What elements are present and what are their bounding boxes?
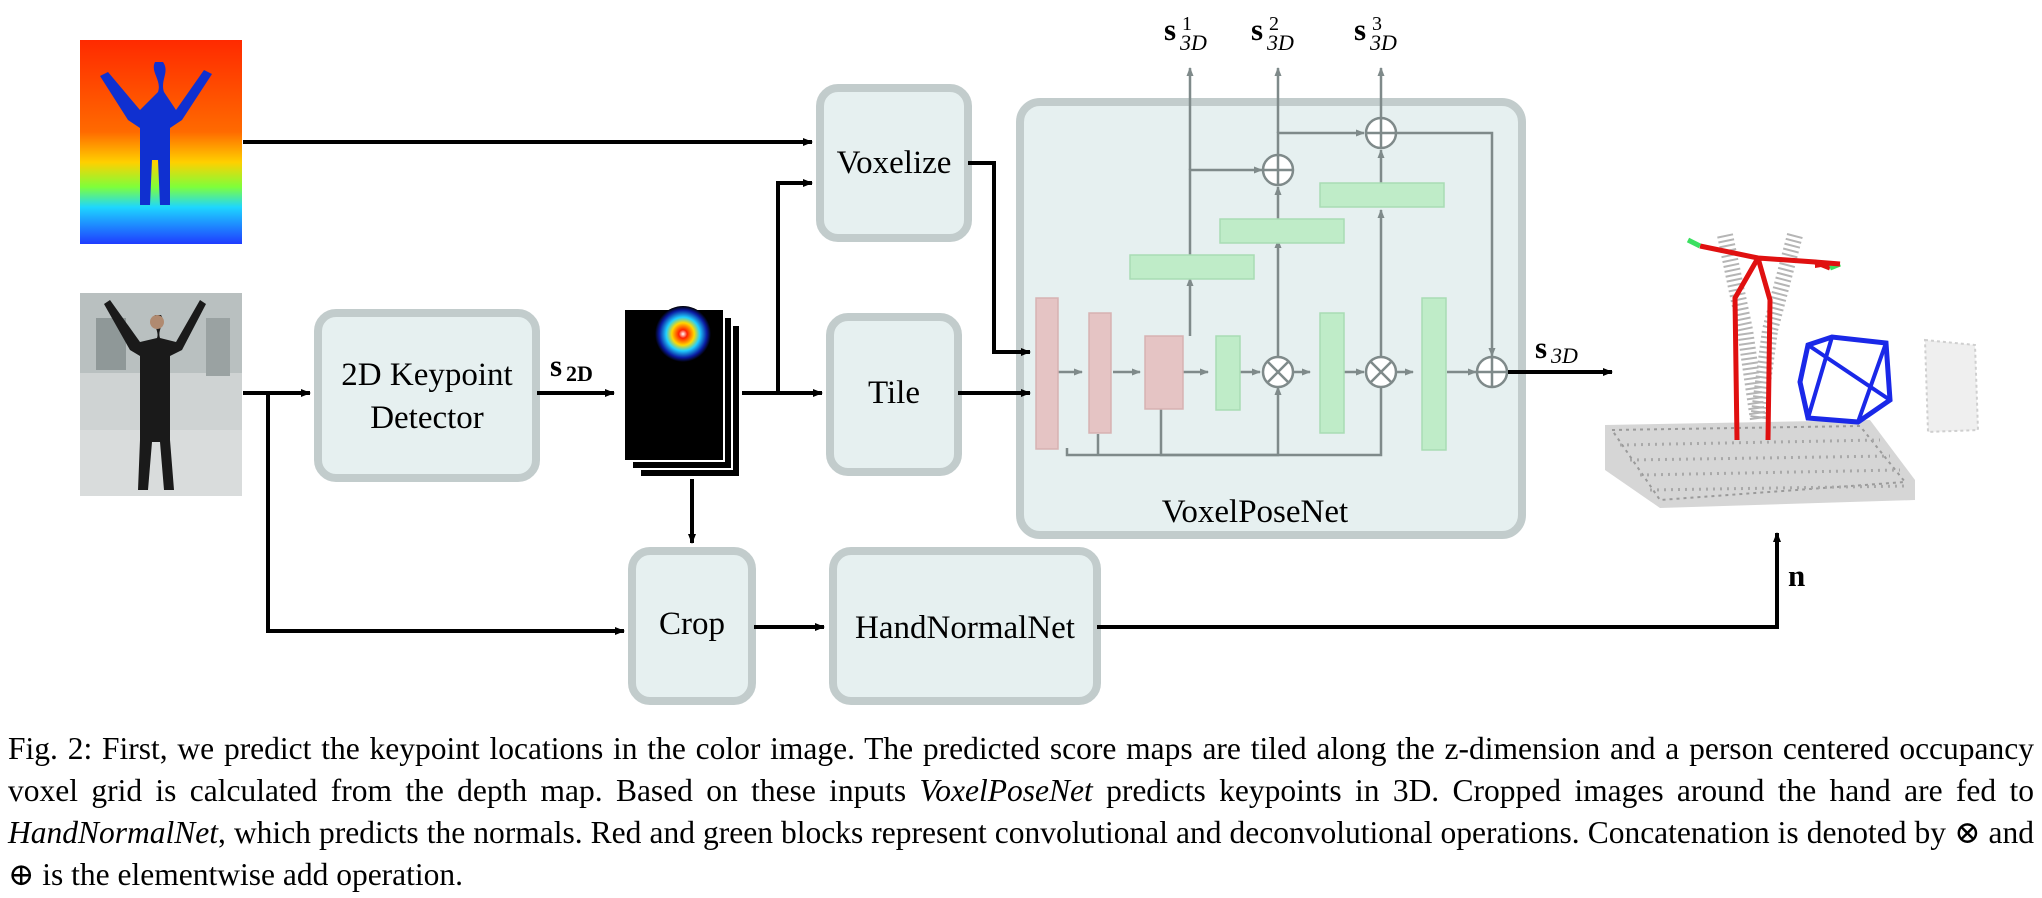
handnormalnet-box: HandNormalNet bbox=[829, 547, 1101, 705]
svg-text:s: s bbox=[1535, 330, 1547, 365]
label-s3d-output: s 3D bbox=[1535, 330, 1578, 368]
voxelposenet-box: VoxelPoseNet bbox=[1016, 98, 1526, 539]
caption-voxelposenet: VoxelPoseNet bbox=[919, 773, 1093, 808]
caption-text-2: predicts keypoints in 3D. Cropped images… bbox=[1092, 773, 2034, 808]
figure-caption: Fig. 2: First, we predict the keypoint l… bbox=[8, 728, 2034, 896]
caption-text-5: is the elementwise add operation. bbox=[34, 857, 464, 892]
svg-text:Detector: Detector bbox=[370, 400, 484, 436]
concat-node-2 bbox=[1364, 355, 1398, 389]
deconv-blocks bbox=[1129, 182, 1447, 451]
svg-text:2: 2 bbox=[1269, 13, 1279, 35]
svg-text:3D: 3D bbox=[1369, 30, 1397, 55]
svg-text:3D: 3D bbox=[1179, 30, 1207, 55]
deconv-block-2 bbox=[1319, 312, 1345, 434]
color-image bbox=[80, 293, 242, 496]
label-s3d-3: s 3 3D bbox=[1354, 12, 1397, 55]
caption-handnormalnet: HandNormalNet bbox=[8, 815, 219, 850]
label-s3d-1: s 1 3D bbox=[1164, 12, 1207, 55]
deconv-side-2 bbox=[1219, 218, 1345, 244]
caption-text-4: and bbox=[1980, 815, 2034, 850]
svg-text:Tile: Tile bbox=[868, 375, 920, 411]
voxelize-box: Voxelize bbox=[816, 84, 972, 242]
svg-text:s: s bbox=[1354, 12, 1366, 47]
heatmap-blob bbox=[655, 306, 711, 362]
pipeline-diagram: 2D Keypoint Detector Voxelize Tile Crop … bbox=[80, 12, 1980, 705]
arrow-voxelize-to-voxelposenet bbox=[968, 161, 1031, 356]
svg-text:HandNormalNet: HandNormalNet bbox=[855, 610, 1075, 646]
output-3d-pointcloud bbox=[1605, 232, 1980, 508]
svg-text:VoxelPoseNet: VoxelPoseNet bbox=[1162, 494, 1348, 530]
operator-nodes bbox=[1261, 116, 1509, 389]
conv-block-3 bbox=[1144, 335, 1184, 410]
add-node-2 bbox=[1364, 116, 1398, 150]
svg-text:2D: 2D bbox=[566, 361, 593, 386]
caption-text-1: Fig. 2: First, we predict the keypoint l… bbox=[8, 731, 2034, 808]
keypoint-detector-box: 2D Keypoint Detector bbox=[314, 309, 540, 482]
crop-box: Crop bbox=[628, 547, 756, 705]
label-s3d-2: s 2 3D bbox=[1251, 12, 1294, 55]
arrow-color-to-crop bbox=[266, 393, 625, 635]
svg-text:3D: 3D bbox=[1266, 30, 1294, 55]
svg-text:1: 1 bbox=[1182, 13, 1192, 35]
add-node-3 bbox=[1475, 355, 1509, 389]
arrow-handnormalnet-to-output bbox=[1097, 532, 1781, 629]
svg-text:s: s bbox=[1164, 12, 1176, 47]
voxelposenet-internals bbox=[1056, 67, 1496, 457]
conv-block-2 bbox=[1088, 312, 1112, 434]
svg-text:2D Keypoint: 2D Keypoint bbox=[341, 357, 512, 393]
score-map-stack bbox=[623, 306, 741, 478]
label-s2d: s 2D bbox=[550, 348, 593, 386]
conv-blocks bbox=[1035, 297, 1184, 450]
depth-image bbox=[80, 40, 242, 244]
add-node-1 bbox=[1261, 153, 1295, 187]
add-symbol: ⊕ bbox=[8, 857, 35, 892]
tile-box: Tile bbox=[826, 313, 962, 476]
label-n: n bbox=[1788, 558, 1805, 593]
caption-text-3: , which predicts the normals. Red and gr… bbox=[218, 815, 1955, 850]
svg-text:Crop: Crop bbox=[659, 606, 725, 642]
deconv-side-3 bbox=[1319, 182, 1445, 208]
svg-text:3: 3 bbox=[1372, 13, 1382, 35]
concat-symbol: ⊗ bbox=[1954, 815, 1981, 850]
svg-text:s: s bbox=[550, 348, 562, 383]
main-arrows bbox=[243, 138, 1781, 635]
deconv-side-1 bbox=[1129, 254, 1255, 280]
svg-text:3D: 3D bbox=[1550, 343, 1578, 368]
svg-text:Voxelize: Voxelize bbox=[837, 145, 952, 181]
deconv-block-1 bbox=[1215, 335, 1241, 411]
arrow-scoremaps-to-voxelize bbox=[776, 179, 813, 393]
conv-block-1 bbox=[1035, 297, 1059, 450]
deconv-block-3 bbox=[1421, 297, 1447, 451]
concat-node-1 bbox=[1261, 355, 1295, 389]
svg-text:s: s bbox=[1251, 12, 1263, 47]
